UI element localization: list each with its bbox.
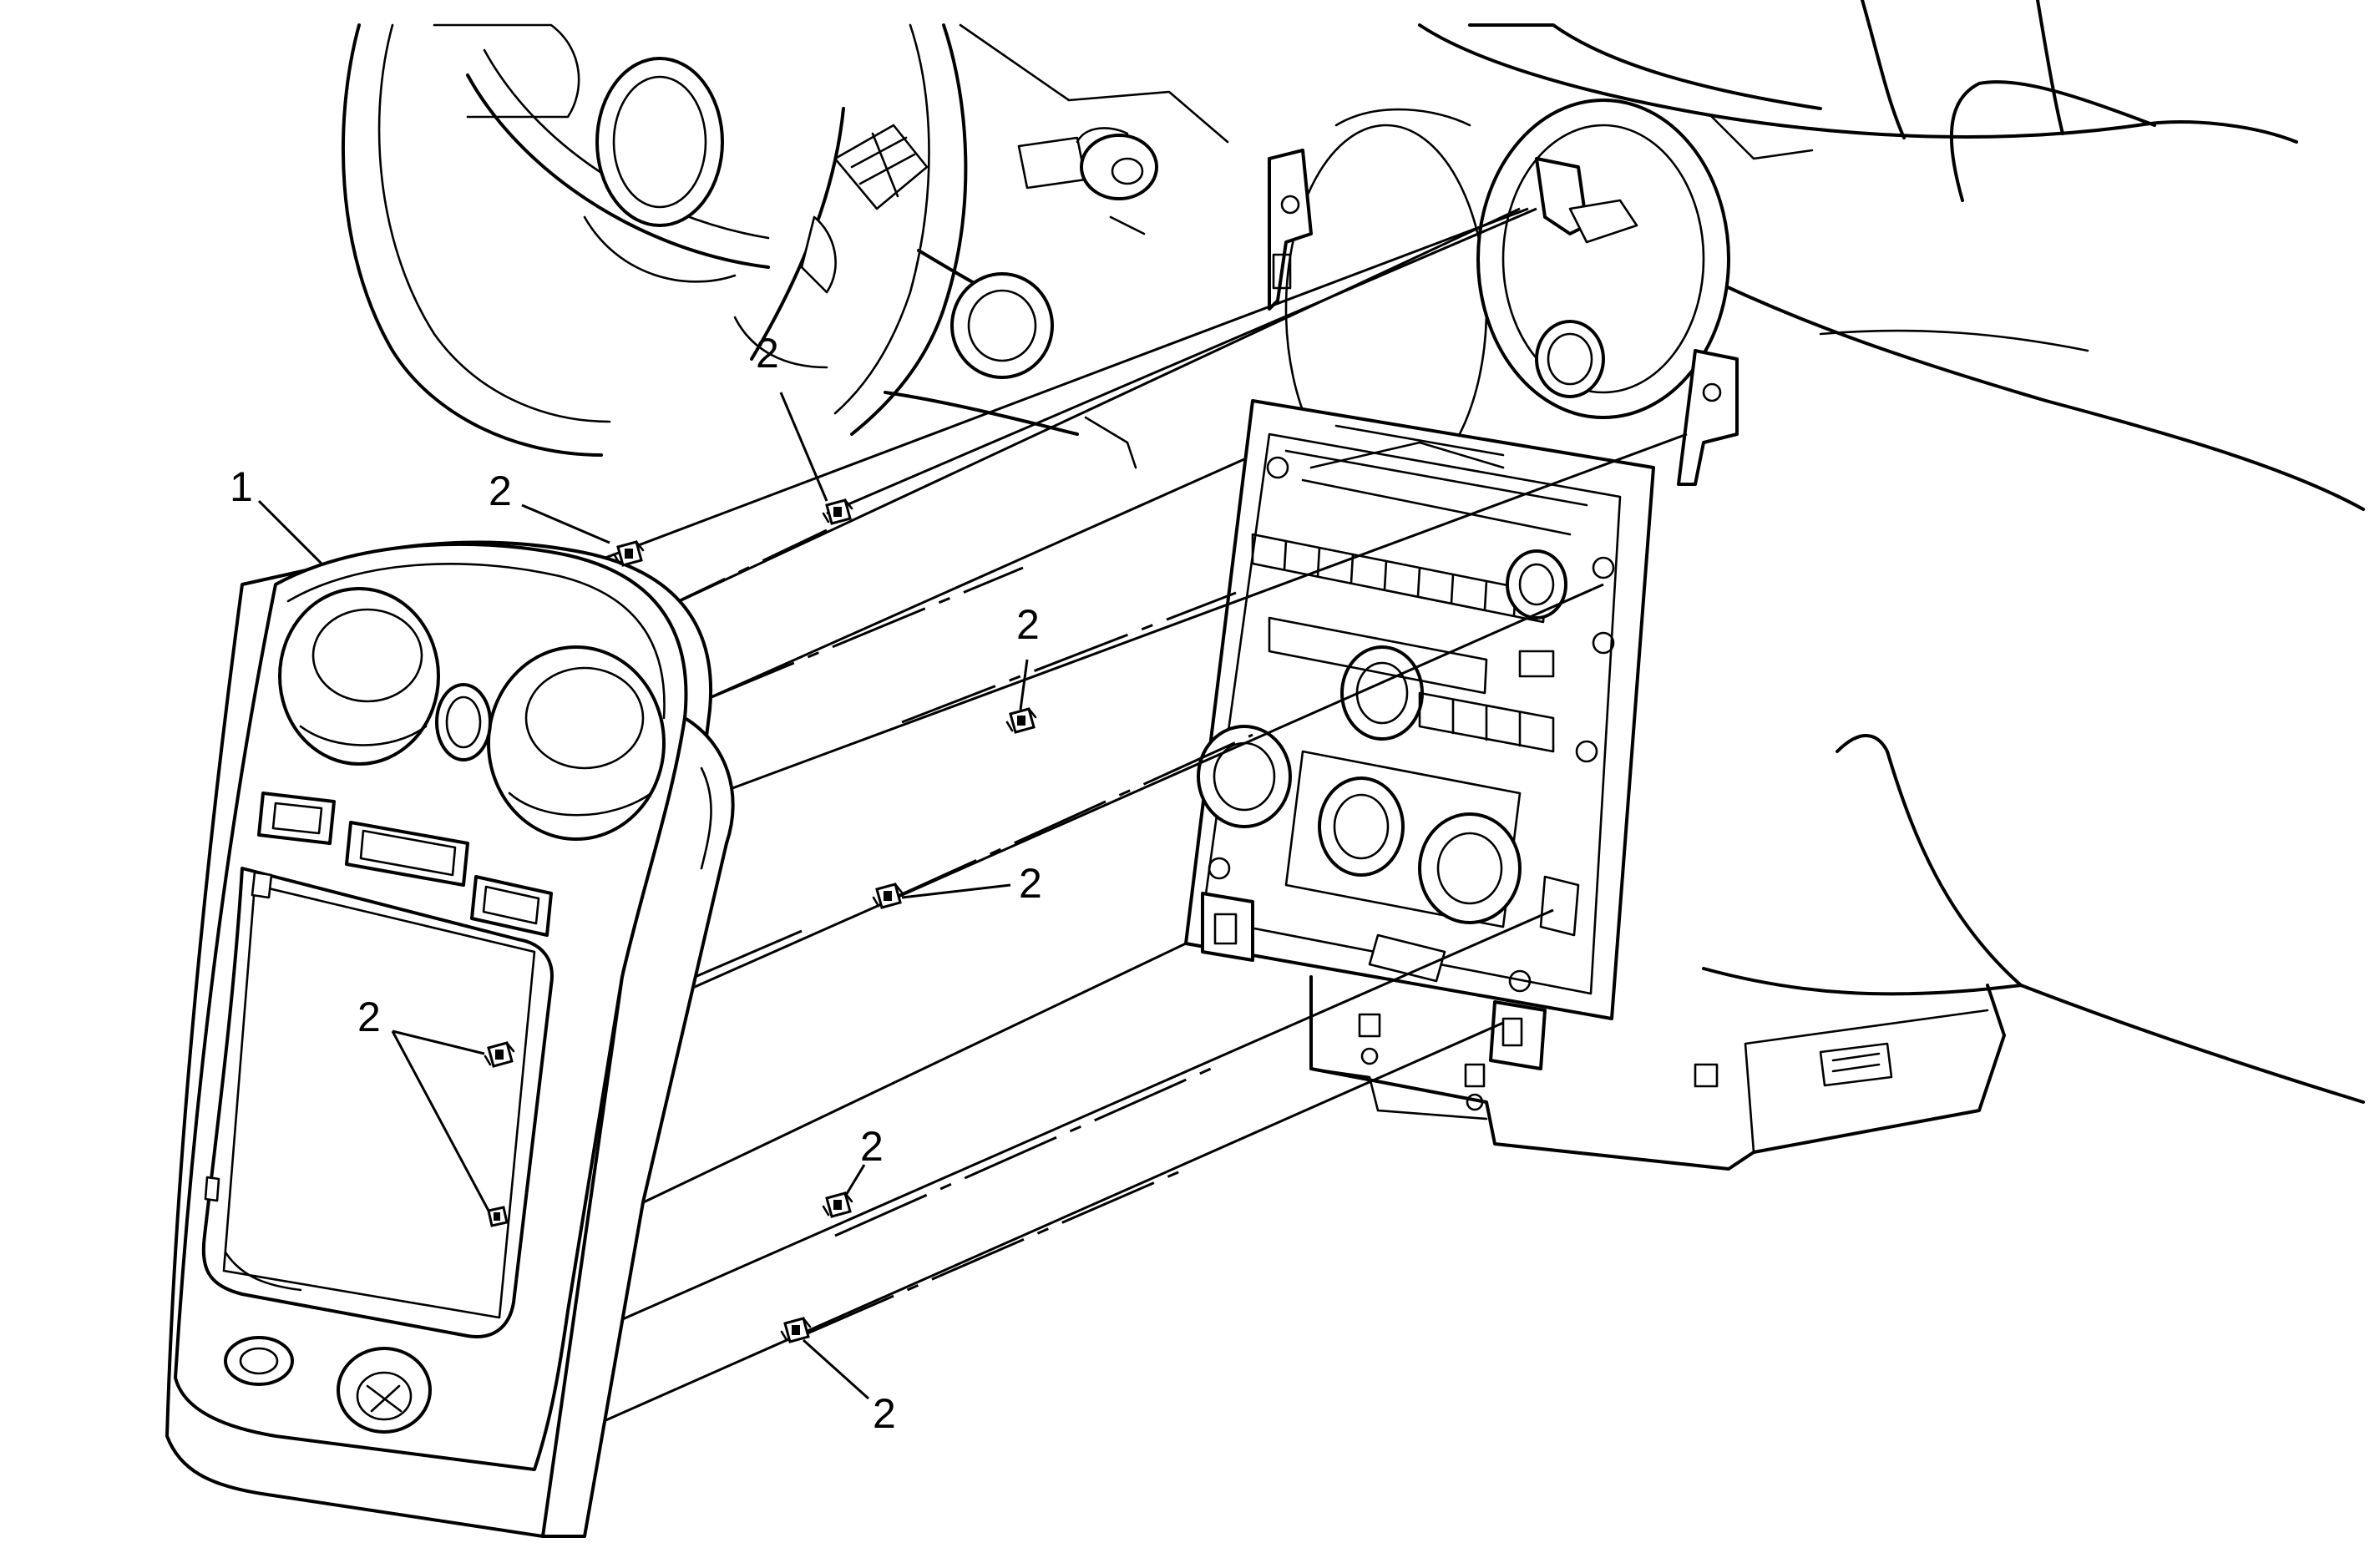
clip-d bbox=[872, 883, 904, 909]
trim-panel-lower-switches bbox=[224, 1336, 432, 1434]
callout-2-label-a: 2 bbox=[489, 468, 512, 514]
callout-2-label-f: 2 bbox=[860, 1123, 884, 1170]
clip-b bbox=[822, 498, 853, 525]
callout-2-label-d: 2 bbox=[1019, 860, 1042, 907]
callout-2-label-c: 2 bbox=[1016, 601, 1040, 648]
callout-2-label-b: 2 bbox=[756, 330, 779, 377]
left-air-vent bbox=[278, 587, 440, 766]
clip-g bbox=[780, 1317, 812, 1343]
callout-1-label: 1 bbox=[230, 463, 253, 510]
leader-lines bbox=[257, 392, 1029, 1400]
radio-preset-buttons bbox=[1251, 533, 1547, 624]
right-air-vent bbox=[487, 645, 666, 841]
guide-lines bbox=[200, 207, 1688, 1446]
callout-labels: 1 2 2 2 2 2 2 2 bbox=[230, 330, 1042, 1437]
instrument-panel bbox=[1268, 0, 2365, 1104]
clip-a bbox=[613, 540, 645, 567]
retaining-clips bbox=[484, 498, 1037, 1343]
trim-panel-openings bbox=[257, 792, 553, 937]
steering-control-buttons bbox=[800, 124, 929, 294]
callout-2-label-g: 2 bbox=[873, 1390, 896, 1437]
console-base bbox=[1309, 975, 2006, 1171]
clip-e2 bbox=[487, 1206, 509, 1227]
clip-c bbox=[1005, 707, 1037, 734]
center-trim-panel bbox=[165, 540, 735, 1538]
callout-2-label-e: 2 bbox=[357, 994, 381, 1040]
clip-e bbox=[484, 1041, 515, 1068]
clip-f bbox=[822, 1191, 853, 1218]
hazard-switch-opening bbox=[435, 683, 492, 761]
steering-wheel bbox=[341, 23, 1229, 469]
radio-opening bbox=[201, 867, 554, 1338]
ignition-switch bbox=[1017, 127, 1158, 200]
